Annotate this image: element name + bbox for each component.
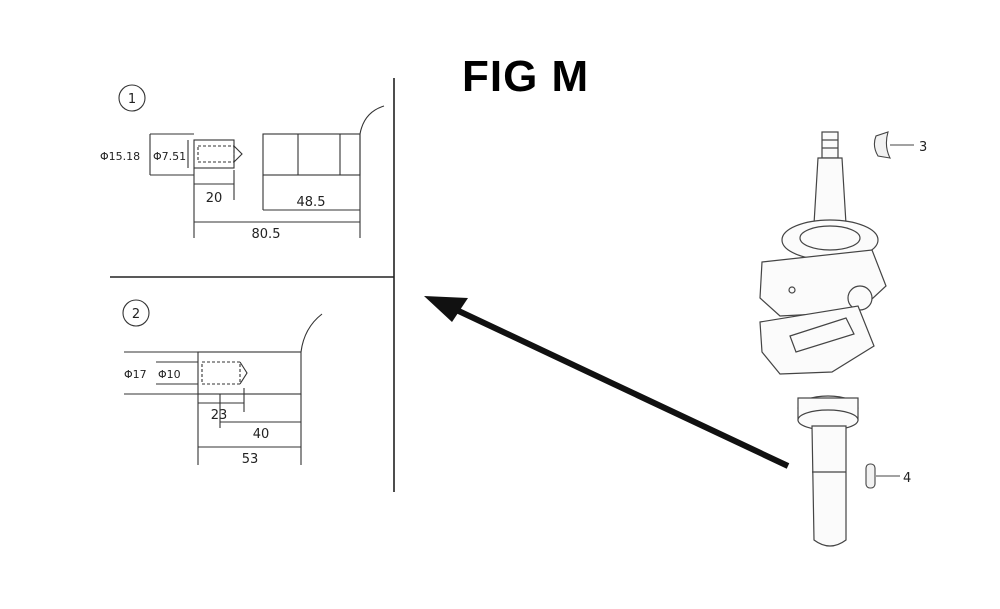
pointer-arrow [424,296,790,469]
callout-1-label: 1 [128,92,136,107]
part-4-key [865,463,900,489]
detail-2-inner-diameter: Φ10 [158,368,181,381]
part-3-woodruff-key [873,131,914,159]
detail-1-inner-diameter: Φ7.51 [153,150,186,163]
detail-2-shoulder-length: 40 [253,427,270,442]
detail-1-outer-diameter: Φ15.18 [100,150,140,163]
detail-1-total-length: 80.5 [252,227,281,242]
part-4-label: 4 [903,471,911,486]
detail-2-drawing [122,299,323,465]
detail-1-drawing [118,84,385,238]
detail-1-depth: 20 [206,191,223,206]
detail-2-total-length: 53 [242,452,259,467]
figure-title: FIG M [462,52,590,101]
detail-1-shoulder-length: 48.5 [297,195,326,210]
detail-2-outer-diameter: Φ17 [124,368,147,381]
part-3-label: 3 [919,140,927,155]
crankshaft-drawing [759,131,887,547]
callout-2-label: 2 [132,307,140,322]
detail-2-depth: 23 [211,408,228,423]
